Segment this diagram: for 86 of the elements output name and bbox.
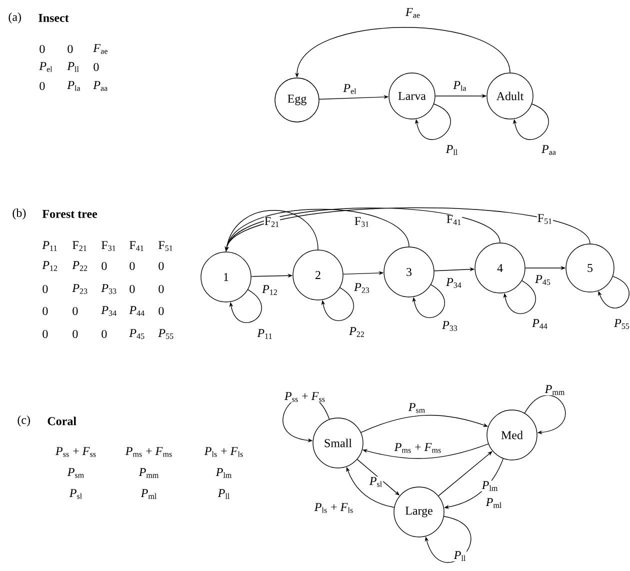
matrix-entry: F$_{ae}$ [93, 44, 108, 54]
matrix-entry: P$_{ls}$ + F$_{ls}$ [204, 447, 243, 457]
panel-letter: (b) [12, 208, 26, 220]
matrix-entry: 0 [40, 44, 45, 54]
edge-label: F$_{31}$ [354, 216, 370, 228]
matrix-entry: 0 [158, 284, 164, 294]
edge-label: F$_{41}$ [446, 214, 462, 226]
edge-label: P$_{23}$ [354, 282, 370, 294]
edge-label: P$_{lm}$ [481, 480, 499, 492]
panel-letter: (a) [8, 12, 21, 24]
matrix-entry: P$_{ll}$ [67, 62, 79, 72]
matrix-entry: F$_{41}$ [130, 241, 144, 251]
matrix-entry: P$_{sl}$ [69, 489, 82, 499]
panel-letter: (c) [18, 416, 30, 426]
matrix-entry: P$_{33}$ [101, 284, 116, 294]
matrix-entry: P$_{23}$ [72, 284, 88, 294]
matrix-entry: 0 [68, 44, 73, 54]
matrix-entry: P$_{el}$ [39, 62, 52, 72]
arrow [512, 104, 549, 140]
arrow [503, 280, 536, 314]
matrix-entry: P$_{sm}$ [67, 468, 84, 478]
edge-label: P$_{45}$ [534, 274, 552, 286]
matrix-entry: P$_{34}$ [101, 306, 116, 316]
edge-label: P$_{ll}$ [453, 550, 467, 562]
matrix-entry: 0 [42, 306, 48, 316]
matrix-entry: 0 [94, 62, 99, 72]
edge-label: F$_{21}$ [264, 216, 280, 228]
arrow [524, 395, 566, 434]
edge-label: P$_{aa}$ [541, 144, 557, 156]
edge-label: F$_{ae}$ [404, 8, 422, 18]
matrix-entry: P$_{ss}$ + F$_{ss}$ [55, 447, 96, 457]
matrix-entry: 0 [72, 330, 78, 338]
edge-label: P$_{34}$ [446, 278, 462, 288]
panel-title: Forest tree [42, 210, 98, 218]
edge-label: P$_{ml}$ [485, 498, 503, 508]
matrix-entry: 0 [130, 262, 135, 270]
matrix-entry: F$_{21}$ [72, 241, 86, 251]
matrix-entry: P$_{ll}$ [218, 489, 230, 499]
edge-label: P$_{12}$ [262, 284, 278, 296]
matrix-entry: 0 [42, 330, 48, 338]
edge-label: F$_{51}$ [536, 214, 554, 224]
edge-label: P$_{33}$ [442, 320, 458, 332]
panel-title: Insect [38, 14, 69, 22]
matrix-entry: 0 [42, 284, 48, 294]
edge-label: P$_{ll}$ [445, 144, 459, 156]
arrow [598, 276, 630, 308]
matrix-entry: 0 [158, 306, 164, 316]
matrix-entry: F$_{31}$ [102, 241, 116, 251]
edge-label: P$_{sl}$ [368, 476, 384, 488]
matrix-entry: P$_{45}$ [129, 329, 144, 339]
edge-label: P$_{44}$ [532, 318, 548, 330]
matrix-entry: P$_{ms}$ + F$_{ms}$ [125, 447, 172, 457]
matrix-entry: P$_{11}$ [42, 241, 57, 251]
matrix-entry: 0 [158, 262, 164, 270]
matrix-entry: P$_{aa}$ [93, 81, 108, 91]
panel-title: Coral [48, 416, 76, 426]
matrix-entry: P$_{mm}$ [138, 468, 159, 478]
matrix-entry: 0 [72, 306, 78, 316]
arrow [414, 104, 451, 140]
edge-label: P$_{ls}$ + F$_{ls}$ [314, 502, 354, 514]
edge-label: P$_{el}$ [342, 84, 358, 94]
edge-label: P$_{sm}$ [408, 402, 426, 414]
matrix-entry: P$_{55}$ [158, 329, 174, 339]
edge-label: P$_{la}$ [452, 80, 468, 92]
matrix-entry: P$_{44}$ [129, 306, 144, 316]
arrow [412, 284, 445, 318]
arrow [424, 516, 472, 563]
edge-label: P$_{22}$ [348, 326, 366, 338]
edge-label: P$_{ss}$ + F$_{ss}$ [284, 392, 326, 402]
arrow [229, 289, 262, 324]
matrix-entry: P$_{la}$ [67, 81, 80, 91]
matrix-entry: P$_{22}$ [72, 261, 88, 271]
matrix-entry: P$_{lm}$ [216, 468, 232, 478]
matrix-entry: P$_{ml}$ [140, 489, 156, 499]
arrow [321, 287, 354, 322]
edge-label: P$_{55}$ [614, 318, 630, 330]
arrow [438, 451, 492, 496]
matrix-entry: P$_{12}$ [42, 261, 58, 271]
edge-label: P$_{ms}$ + F$_{ms}$ [394, 442, 442, 454]
matrix-entry: F$_{51}$ [158, 241, 172, 251]
matrix-entry: 0 [102, 330, 107, 338]
edge-label: P$_{11}$ [256, 328, 274, 340]
edge-label: P$_{mm}$ [544, 384, 566, 396]
matrix-entry: 0 [102, 262, 107, 270]
matrix-entry: 0 [40, 82, 45, 90]
matrix-entry: 0 [130, 284, 135, 294]
